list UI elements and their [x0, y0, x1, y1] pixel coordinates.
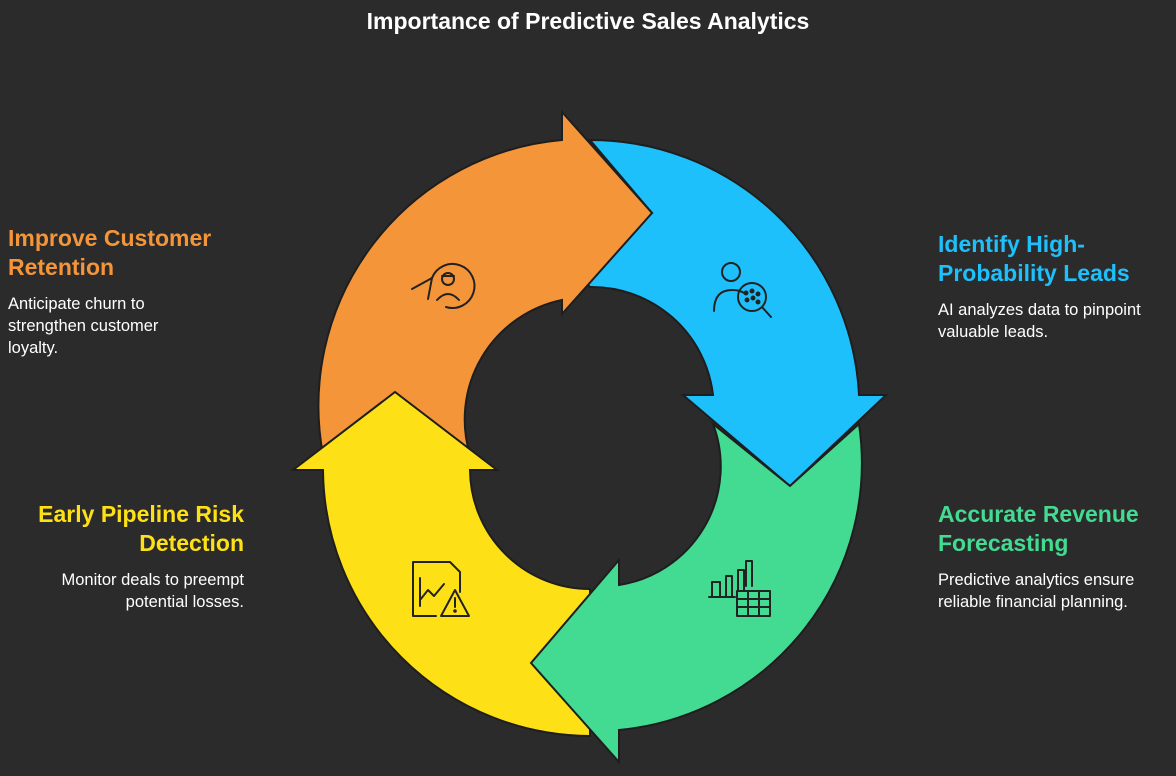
cycle-segment-risk: [290, 390, 591, 738]
item-risk: Early Pipeline Risk Detection Monitor de…: [14, 500, 244, 613]
item-forecasting: Accurate Revenue Forecasting Predictive …: [938, 500, 1174, 613]
chart-table-icon: [708, 560, 771, 617]
customer-retention-icon: [411, 262, 476, 309]
item-risk-heading: Early Pipeline Risk Detection: [38, 501, 244, 556]
item-forecasting-heading: Accurate Revenue Forecasting: [938, 501, 1139, 556]
item-forecasting-description: Predictive analytics ensure reliable fin…: [938, 571, 1135, 611]
cycle-segment-leads: [572, 138, 889, 488]
item-retention: Improve Customer Retention Anticipate ch…: [8, 224, 238, 359]
user-search-icon: [713, 262, 772, 318]
item-leads-heading: Identify High-Probability Leads: [938, 231, 1130, 286]
item-leads: Identify High-Probability Leads AI analy…: [938, 230, 1174, 343]
item-risk-description: Monitor deals to preempt potential losse…: [61, 571, 244, 611]
document-warning-icon: [412, 561, 470, 617]
diagram-title: Importance of Predictive Sales Analytics: [366, 8, 810, 34]
item-leads-description: AI analyzes data to pinpoint valuable le…: [938, 301, 1141, 341]
cycle-segment-forecasting: [529, 420, 863, 765]
item-retention-heading: Improve Customer Retention: [8, 225, 212, 280]
item-retention-description: Anticipate churn to strengthen customer …: [8, 295, 159, 357]
cycle-segment-retention: [317, 109, 654, 456]
